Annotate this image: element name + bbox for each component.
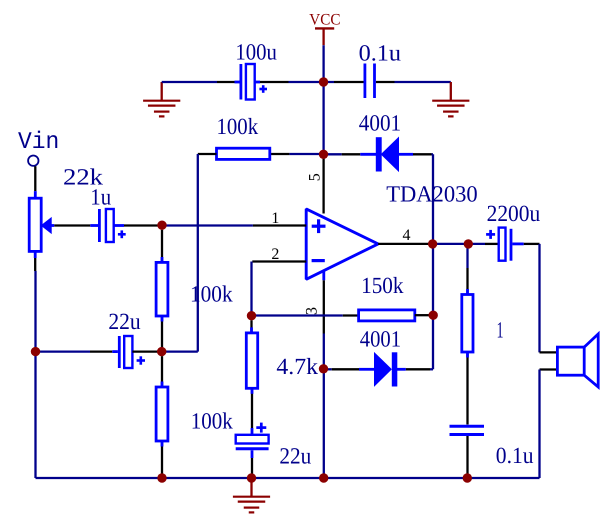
- svg-text:4.7k: 4.7k: [276, 354, 318, 380]
- svg-text:0.1u: 0.1u: [496, 443, 534, 469]
- svg-text:TDA2030: TDA2030: [386, 181, 478, 207]
- svg-text:100u: 100u: [235, 40, 277, 66]
- svg-text:2200u: 2200u: [487, 201, 541, 227]
- svg-text:5: 5: [307, 173, 324, 181]
- svg-text:1u: 1u: [90, 185, 111, 211]
- svg-text:150k: 150k: [361, 273, 404, 299]
- svg-text:0.1u: 0.1u: [359, 40, 402, 66]
- svg-text:100k: 100k: [217, 114, 259, 140]
- svg-text:1: 1: [271, 210, 279, 227]
- svg-text:100k: 100k: [190, 282, 233, 308]
- svg-text:Vin: Vin: [18, 129, 59, 156]
- svg-text:4: 4: [403, 227, 411, 244]
- svg-text:22u: 22u: [279, 444, 311, 470]
- svg-text:100k: 100k: [191, 408, 233, 434]
- svg-text:VCC: VCC: [309, 12, 340, 29]
- svg-text:22k: 22k: [63, 165, 103, 191]
- svg-text:3: 3: [304, 307, 321, 315]
- svg-text:4001: 4001: [360, 327, 401, 353]
- svg-text:4001: 4001: [359, 111, 401, 137]
- svg-text:1: 1: [497, 317, 504, 343]
- svg-text:2: 2: [271, 246, 279, 263]
- svg-text:22u: 22u: [108, 309, 141, 335]
